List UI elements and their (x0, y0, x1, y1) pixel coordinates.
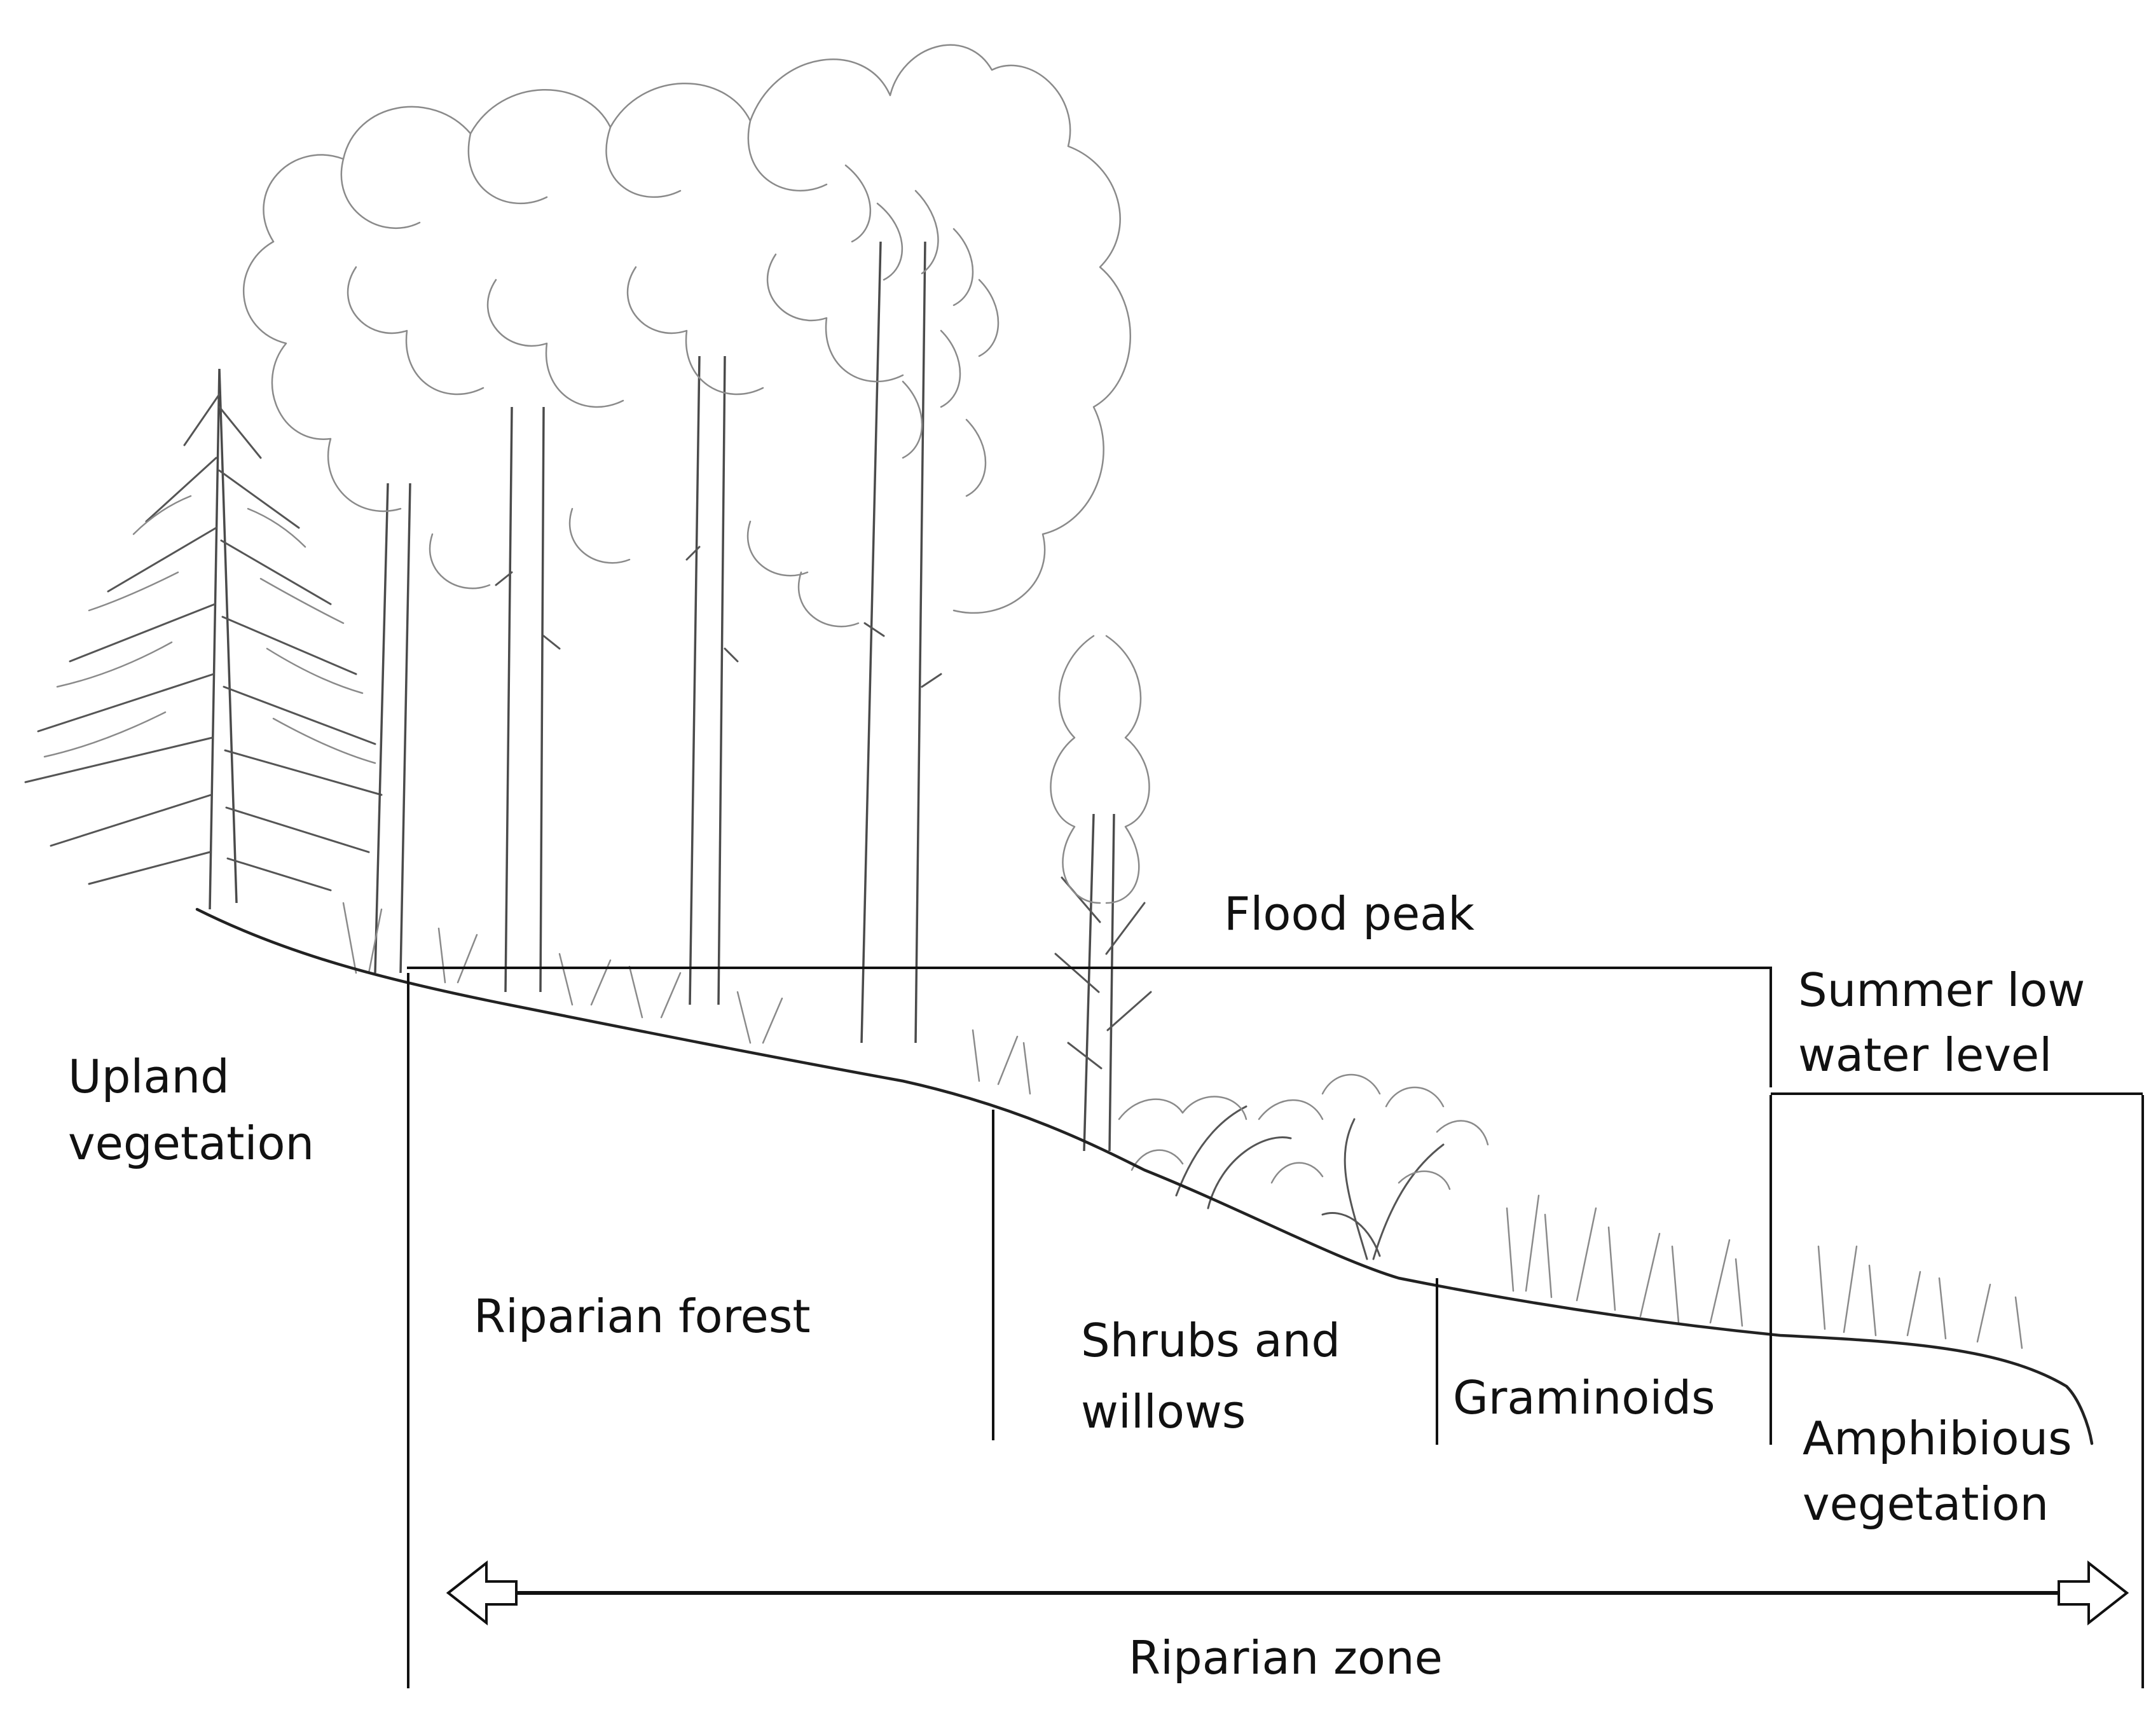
summer-low-label-line2: water level (1798, 1028, 2052, 1082)
flood-peak-line (407, 967, 1772, 1087)
riparian-zone-label: Riparian zone (1129, 1631, 1443, 1684)
grass-icon (342, 902, 2023, 1349)
conifer-tree-icon (24, 368, 383, 910)
shrubs-label-line2: willows (1081, 1385, 1246, 1438)
shrub-icon (1118, 1073, 1489, 1260)
summer-low-label-line1: Summer low (1798, 963, 2085, 1017)
upland-label-line1: Upland (68, 1050, 230, 1103)
double-arrow-icon (446, 1560, 2129, 1626)
upland-label-line2: vegetation (68, 1117, 314, 1170)
riparian-forest-label: Riparian forest (474, 1290, 811, 1343)
small-tree-icon (1050, 635, 1152, 1152)
amphibious-label-line2: vegetation (1803, 1477, 2049, 1531)
amphibious-label-line1: Amphibious (1803, 1412, 2072, 1465)
graminoids-label: Graminoids (1453, 1371, 1715, 1424)
ground-profile (195, 907, 2094, 1445)
deciduous-tree-icon (243, 44, 1131, 1044)
shrubs-label-line1: Shrubs and (1081, 1314, 1340, 1367)
flood-peak-label: Flood peak (1224, 887, 1474, 940)
